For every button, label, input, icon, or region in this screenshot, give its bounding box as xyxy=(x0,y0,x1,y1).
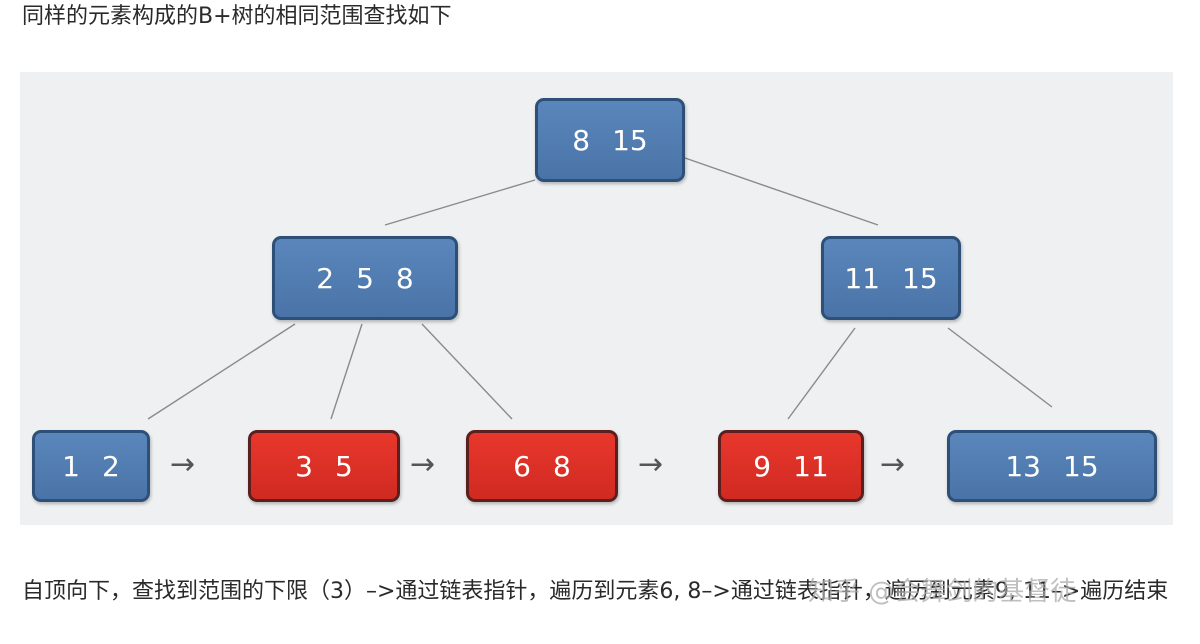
key: 13 xyxy=(1005,449,1041,483)
edge-internal1-leaf2 xyxy=(330,323,363,420)
edge-root-internal-2 xyxy=(684,157,879,226)
key: 15 xyxy=(612,123,648,157)
internal-node-2: 11 15 xyxy=(821,236,961,320)
key: 2 xyxy=(316,261,335,295)
right-arrow-icon: → xyxy=(880,447,906,482)
heading: 同样的元素构成的B+树的相同范围查找如下 xyxy=(22,4,452,29)
right-arrow-icon: → xyxy=(410,447,436,482)
edge-root-internal-1 xyxy=(384,179,536,226)
leaf-node-4: 9 11 xyxy=(718,430,864,502)
root-node: 8 15 xyxy=(535,98,685,182)
key: 3 xyxy=(295,449,313,483)
key: 15 xyxy=(1063,449,1099,483)
key: 1 xyxy=(62,449,80,483)
leaf-node-5: 13 15 xyxy=(947,430,1157,502)
leaf-node-1: 1 2 xyxy=(32,430,150,502)
key: 5 xyxy=(356,261,374,295)
internal-node-1: 2 5 8 xyxy=(272,236,458,320)
edge-internal1-leaf3 xyxy=(421,323,513,420)
right-arrow-icon: → xyxy=(170,447,196,482)
key: 11 xyxy=(793,449,829,483)
key: 8 xyxy=(395,261,414,295)
watermark: 知乎 @会舞剑的基督徒 xyxy=(808,577,1077,607)
key: 2 xyxy=(102,449,120,483)
leaf-node-2: 3 5 xyxy=(248,430,400,502)
key: 8 xyxy=(553,449,571,483)
edge-internal2-leaf5 xyxy=(947,327,1053,408)
caption: 自顶向下，查找到范围的下限（3）–>通过链表指针，遍历到元素6, 8–>通过链表… xyxy=(22,579,1169,604)
key: 8 xyxy=(572,123,591,157)
bplus-tree-figure: 8 15 2 5 8 11 15 1 2 3 5 6 8 9 11 13 15 … xyxy=(20,72,1173,525)
key: 9 xyxy=(753,449,772,483)
edge-internal2-leaf4 xyxy=(787,327,856,420)
leaf-node-3: 6 8 xyxy=(466,430,618,502)
key: 5 xyxy=(335,449,353,483)
tree-edges xyxy=(147,157,1053,420)
edge-internal1-leaf1 xyxy=(147,323,296,420)
right-arrow-icon: → xyxy=(638,447,664,482)
key: 6 xyxy=(513,449,531,483)
key: 15 xyxy=(902,261,938,295)
key: 11 xyxy=(844,261,880,295)
